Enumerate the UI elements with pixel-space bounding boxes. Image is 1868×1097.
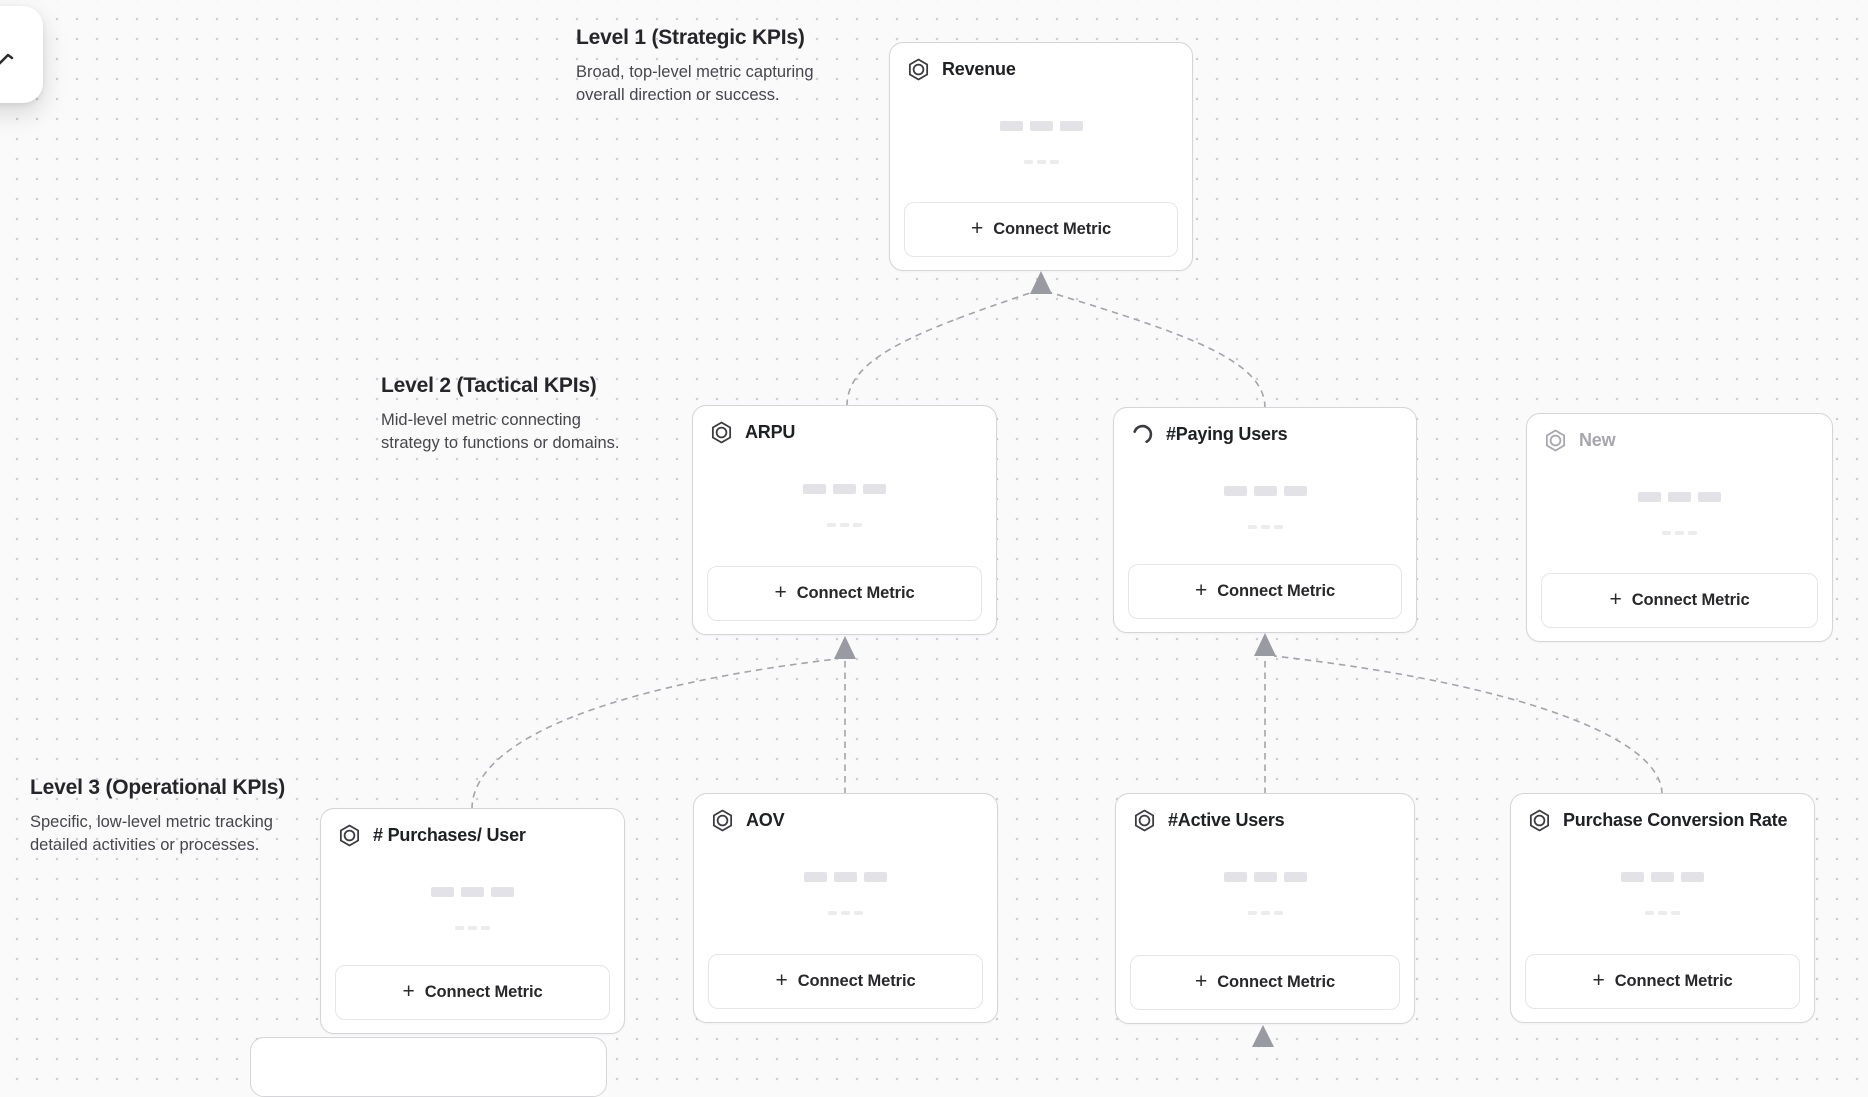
plus-icon: + (774, 581, 787, 604)
metric-card-purchases-per-user[interactable]: # Purchases/ User + Connect Metric (320, 808, 625, 1034)
metric-card-title: #Paying Users (1166, 424, 1288, 444)
metric-card-title: AOV (746, 810, 785, 830)
metric-card-title: # Purchases/ User (373, 825, 526, 845)
metric-skeleton (1116, 872, 1414, 882)
connect-metric-label: Connect Metric (993, 220, 1112, 238)
metric-skeleton-small (1527, 531, 1832, 535)
metric-card-purchase-conversion-rate[interactable]: Purchase Conversion Rate + Connect Metri… (1510, 793, 1815, 1023)
section-level1-description: Broad, top-level metric capturing overal… (576, 63, 814, 105)
metric-card-title: Purchase Conversion Rate (1563, 810, 1788, 830)
plus-icon: + (970, 217, 984, 240)
metric-skeleton-small (694, 911, 997, 915)
hexagon-metric-icon (1132, 808, 1157, 833)
section-level2-description: Mid-level metric connecting strategy to … (381, 411, 620, 453)
metric-card-active-users[interactable]: #Active Users + Connect Metric (1115, 793, 1415, 1024)
connect-metric-button[interactable]: + Connect Metric (335, 965, 610, 1020)
plus-icon: + (1592, 969, 1605, 992)
metric-skeleton (321, 887, 624, 897)
metric-card-revenue[interactable]: Revenue + Connect Metric (889, 42, 1193, 271)
hexagon-metric-icon (337, 823, 362, 848)
metric-skeleton (693, 484, 996, 494)
metric-card-arpu[interactable]: ARPU + Connect Metric (692, 405, 997, 635)
hexagon-metric-icon (709, 420, 734, 445)
connector-purchases-to-arpu (471, 658, 837, 810)
connect-metric-label: Connect Metric (424, 983, 543, 1001)
connect-metric-button[interactable]: + Connect Metric (708, 954, 983, 1009)
metric-skeleton (1114, 486, 1416, 496)
plus-icon: + (1194, 970, 1208, 993)
connect-metric-button[interactable]: + Connect Metric (1541, 573, 1818, 628)
plus-icon: + (402, 980, 415, 1003)
metric-card-aov[interactable]: AOV + Connect Metric (693, 793, 998, 1023)
connector-paying-to-revenue (1048, 291, 1266, 409)
metric-skeleton-small (1511, 911, 1814, 915)
section-level3-title: Level 3 (Operational KPIs) (30, 776, 286, 799)
metric-skeleton (694, 872, 997, 882)
hexagon-metric-icon (1543, 428, 1568, 453)
connect-metric-label: Connect Metric (797, 972, 916, 990)
arrowhead-active (1252, 1025, 1274, 1047)
section-level1: Level 1 (Strategic KPIs) Broad, top-leve… (576, 26, 834, 108)
connect-metric-button[interactable]: + Connect Metric (904, 202, 1178, 257)
connector-arpu-to-revenue (846, 291, 1034, 407)
floating-toolbar[interactable] (0, 6, 43, 103)
cursor-icon (0, 53, 14, 65)
section-level3-description: Specific, low-level metric tracking deta… (30, 813, 273, 855)
metric-skeleton (1511, 872, 1814, 882)
metric-card-title: ARPU (745, 422, 796, 442)
plus-icon: + (1194, 579, 1208, 602)
connect-metric-button[interactable]: + Connect Metric (1128, 564, 1402, 619)
section-level2-title: Level 2 (Tactical KPIs) (381, 374, 597, 397)
connect-metric-button[interactable]: + Connect Metric (1130, 955, 1400, 1010)
connect-metric-label: Connect Metric (1614, 972, 1733, 990)
arrowhead-revenue (1030, 271, 1052, 294)
metric-skeleton-small (693, 523, 996, 527)
arrowhead-paying (1254, 633, 1276, 656)
metric-skeleton-small (321, 926, 624, 930)
metric-card-title: Revenue (942, 59, 1016, 79)
connect-metric-label: Connect Metric (1217, 973, 1336, 991)
connect-metric-label: Connect Metric (1631, 591, 1750, 609)
connector-pcr-to-paying (1273, 655, 1663, 795)
section-level2: Level 2 (Tactical KPIs) Mid-level metric… (381, 374, 621, 456)
arrowhead-arpu (834, 636, 856, 659)
metric-card-partial[interactable] (250, 1037, 607, 1097)
spinner-icon (1130, 422, 1155, 447)
metric-card-new[interactable]: New + Connect Metric (1526, 413, 1833, 642)
metric-skeleton-small (1114, 525, 1416, 529)
metric-card-paying-users[interactable]: #Paying Users + Connect Metric (1113, 407, 1417, 633)
metric-skeleton-small (890, 160, 1192, 164)
metric-card-title: #Active Users (1168, 810, 1285, 830)
hexagon-metric-icon (1527, 808, 1552, 833)
metric-skeleton-small (1116, 911, 1414, 915)
metric-card-title: New (1579, 430, 1616, 450)
connect-metric-label: Connect Metric (1217, 582, 1336, 600)
section-level3: Level 3 (Operational KPIs) Specific, low… (30, 776, 302, 858)
hexagon-metric-icon (710, 808, 735, 833)
hexagon-metric-icon (906, 57, 931, 82)
metric-skeleton (890, 121, 1192, 131)
plus-icon: + (1609, 588, 1622, 611)
connect-metric-button[interactable]: + Connect Metric (707, 566, 982, 621)
plus-icon: + (775, 969, 788, 992)
connect-metric-label: Connect Metric (796, 584, 915, 602)
metric-skeleton (1527, 492, 1832, 502)
connect-metric-button[interactable]: + Connect Metric (1525, 954, 1800, 1009)
section-level1-title: Level 1 (Strategic KPIs) (576, 26, 805, 49)
